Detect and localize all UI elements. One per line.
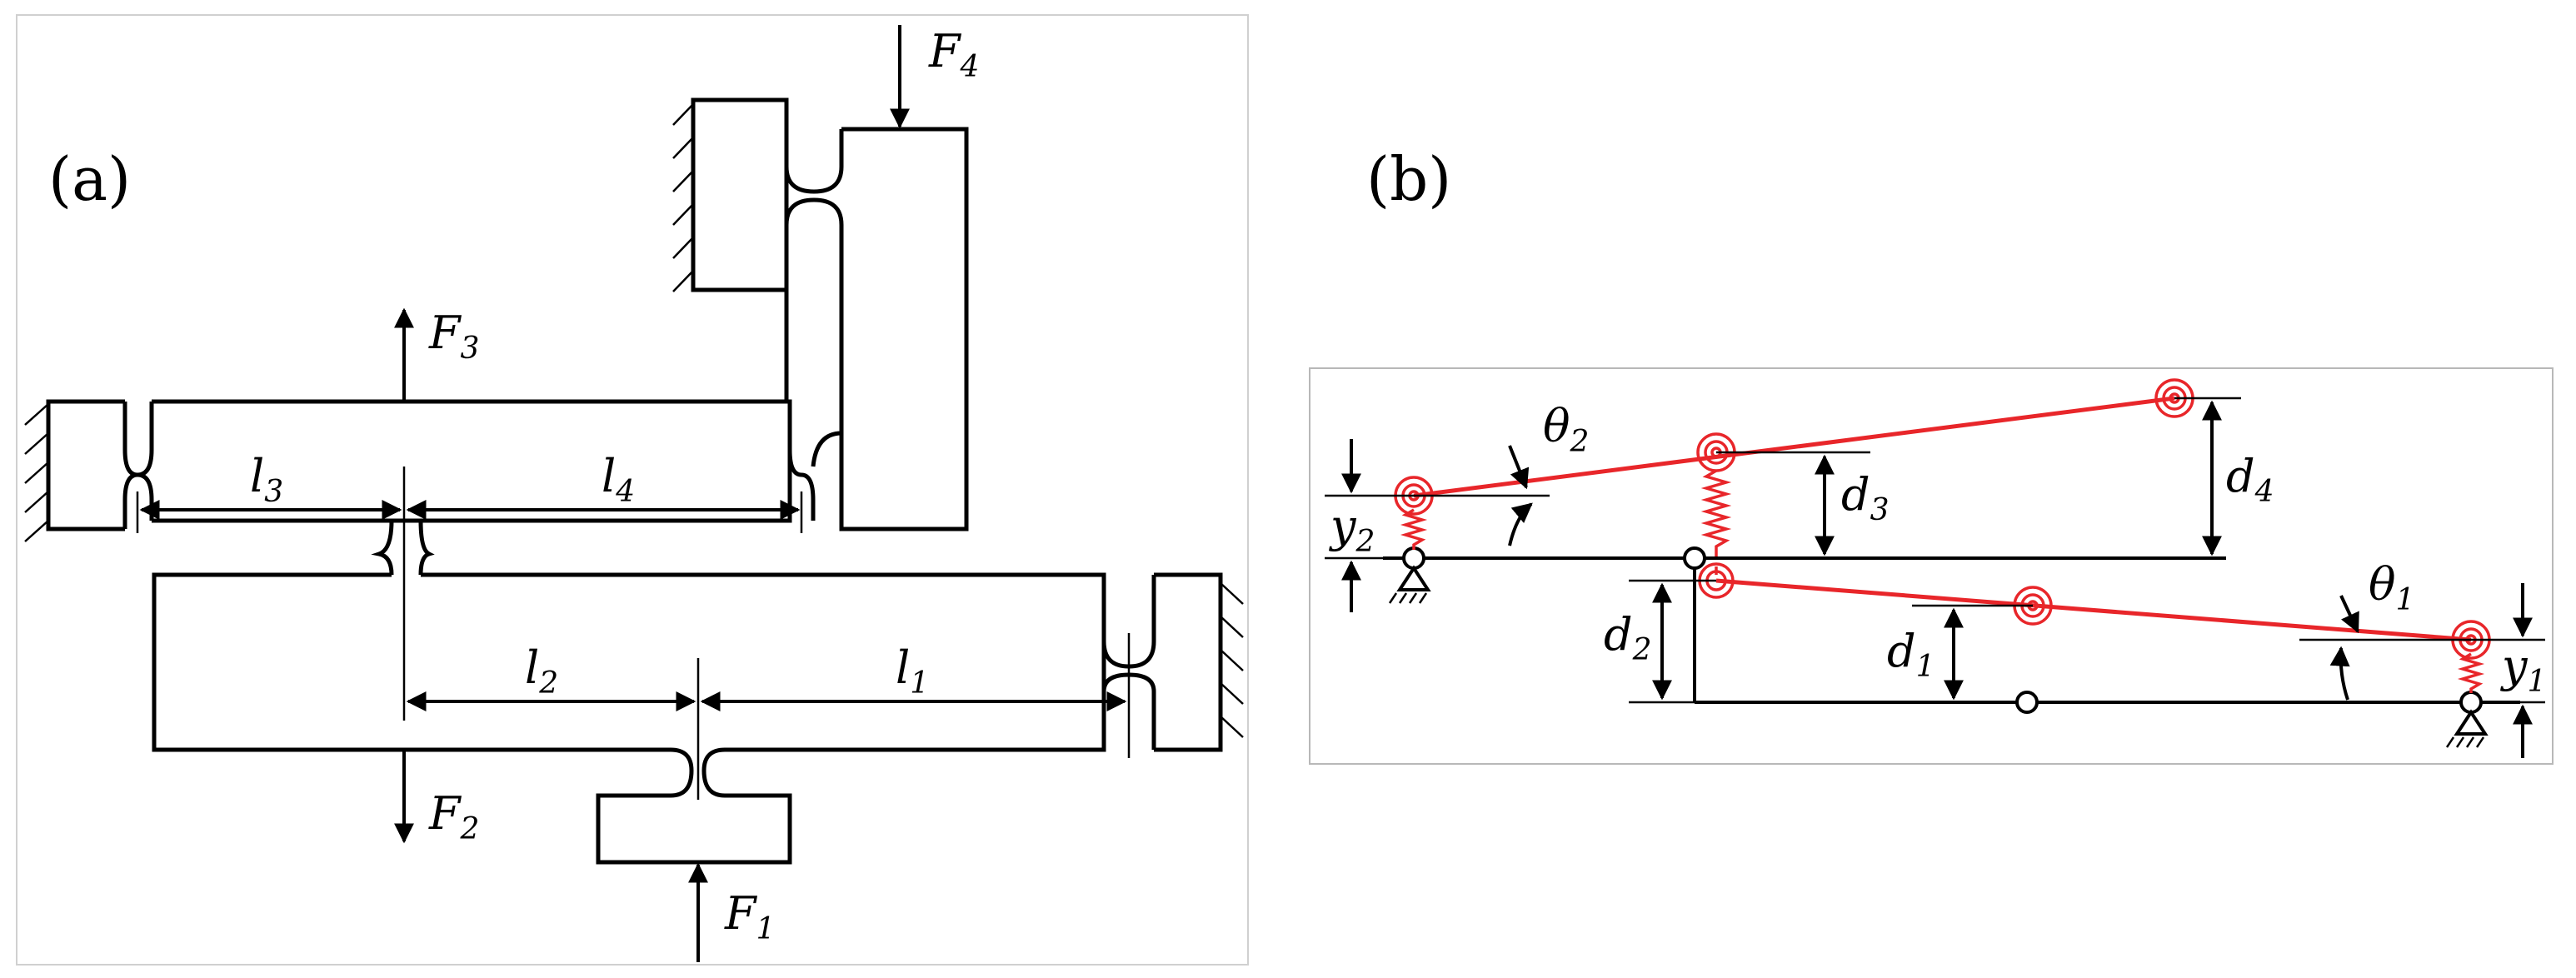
tall-block [839, 127, 969, 531]
label-y1: y1 [2500, 640, 2546, 699]
joint-lower [2015, 691, 2039, 714]
joint-upper [1683, 546, 1706, 570]
red-link-upper [1413, 396, 2175, 498]
panel-a: (a) [16, 14, 1249, 966]
angle-theta2-bottom [1508, 502, 1533, 546]
label-theta2: θ2 [1543, 400, 1589, 459]
label-F1: F1 [724, 887, 775, 946]
top-fixed-block [691, 97, 789, 292]
label-l4: l4 [602, 450, 635, 509]
spring-left [1400, 508, 1428, 550]
panel-b: (b) [1309, 144, 2554, 765]
upper-left-hinge [122, 402, 154, 529]
label-l2: l2 [525, 641, 558, 701]
label-l1: l1 [896, 641, 929, 701]
panel-a-tag: (a) [48, 144, 131, 214]
lower-right-hatch [1220, 582, 1244, 738]
panel-b-tag: (b) [1366, 144, 1451, 214]
spring-right [2457, 652, 2485, 693]
label-F2: F2 [428, 787, 479, 846]
upper-left-hatch [24, 403, 49, 542]
spring-middle [1700, 469, 1732, 556]
label-F4: F4 [928, 25, 979, 84]
label-y2: y2 [1329, 500, 1375, 559]
upper-left-block [46, 399, 125, 531]
label-F3: F3 [428, 307, 479, 366]
upper-right-hinge [787, 402, 842, 521]
reference-lines [1325, 397, 2545, 704]
top-hinge [784, 100, 844, 521]
bottom-hinge [596, 747, 792, 865]
label-theta1: θ1 [2369, 558, 2414, 617]
support-left [1388, 546, 1431, 604]
middle-hinge [371, 520, 435, 576]
top-hatch [672, 103, 694, 292]
label-d2: d2 [1604, 608, 1651, 667]
angle-theta1-bottom [2329, 646, 2350, 701]
panel-b-frame [1309, 367, 2554, 765]
label-d3: d3 [1841, 468, 1889, 527]
lower-beam [152, 572, 1106, 752]
angle-theta1-top [2339, 595, 2359, 634]
support-right [2445, 691, 2489, 748]
label-l3: l3 [250, 450, 283, 509]
label-d1: d1 [1887, 625, 1934, 684]
panel-a-frame [16, 14, 1249, 966]
label-d4: d4 [2226, 450, 2274, 509]
lower-right-block [1154, 572, 1223, 752]
angle-theta2-top [1508, 445, 1530, 490]
upper-beam [152, 399, 792, 523]
